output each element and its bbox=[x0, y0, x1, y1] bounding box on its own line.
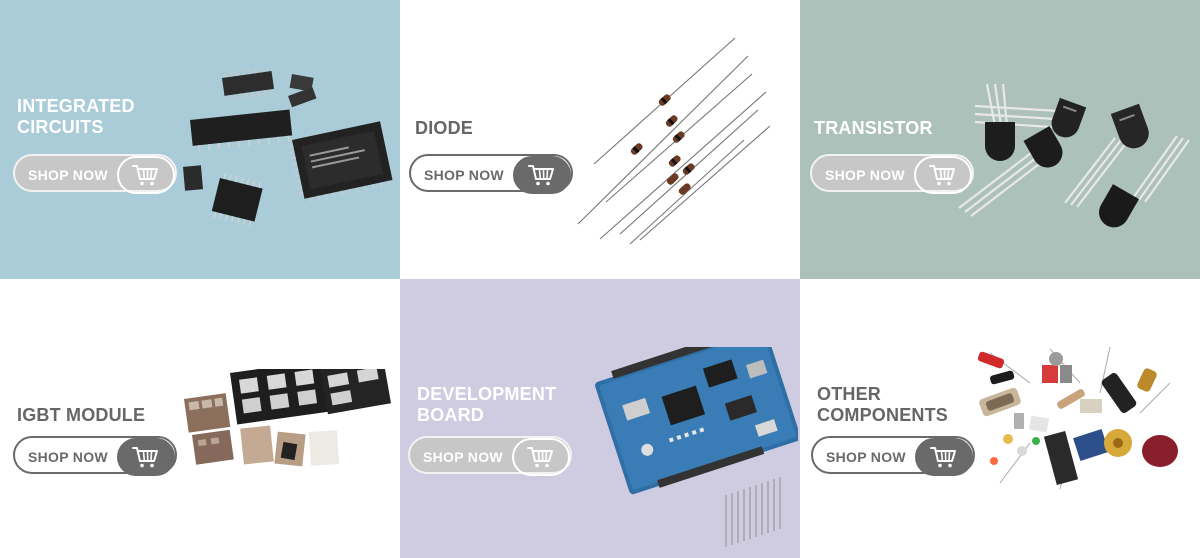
shop-now-button[interactable]: SHOP NOW bbox=[810, 154, 974, 194]
transistor-image[interactable] bbox=[955, 78, 1195, 248]
shop-now-label: SHOP NOW bbox=[423, 449, 503, 465]
integrated-circuits-image[interactable] bbox=[180, 62, 395, 227]
shopping-cart-icon[interactable] bbox=[512, 438, 570, 476]
shop-now-button[interactable]: SHOP NOW bbox=[409, 154, 573, 194]
title-line: DEVELOPMENT bbox=[417, 384, 557, 404]
shopping-cart-icon[interactable] bbox=[915, 438, 973, 476]
shopping-cart-icon[interactable] bbox=[513, 156, 571, 194]
title-line: TRANSISTOR bbox=[814, 118, 933, 138]
shop-now-label: SHOP NOW bbox=[826, 449, 906, 465]
category-tile-other-components[interactable]: OTHER COMPONENTS SHOP NOW bbox=[800, 279, 1200, 558]
shop-now-button[interactable]: SHOP NOW bbox=[13, 436, 177, 476]
category-tile-transistor[interactable]: TRANSISTOR SHOP NOW bbox=[800, 0, 1200, 279]
title-line: OTHER bbox=[817, 384, 881, 404]
shop-now-label: SHOP NOW bbox=[424, 167, 504, 183]
category-tile-integrated-circuits[interactable]: INTEGRATED CIRCUITS SHOP NOW bbox=[0, 0, 400, 279]
shop-now-button[interactable]: SHOP NOW bbox=[811, 436, 975, 476]
title-line: BOARD bbox=[417, 405, 484, 425]
shopping-cart-icon[interactable] bbox=[117, 156, 175, 194]
category-title[interactable]: DIODE bbox=[415, 118, 473, 139]
shop-now-button[interactable]: SHOP NOW bbox=[13, 154, 177, 194]
title-line: DIODE bbox=[415, 118, 474, 138]
shop-now-button[interactable]: SHOP NOW bbox=[408, 436, 572, 476]
category-title[interactable]: DEVELOPMENT BOARD bbox=[417, 384, 556, 426]
shop-now-label: SHOP NOW bbox=[28, 167, 108, 183]
category-title[interactable]: OTHER COMPONENTS bbox=[817, 384, 948, 426]
category-title[interactable]: INTEGRATED CIRCUITS bbox=[17, 96, 135, 138]
category-title[interactable]: IGBT MODULE bbox=[17, 405, 145, 426]
title-line: IGBT MODULE bbox=[17, 405, 146, 425]
igbt-module-image[interactable] bbox=[178, 369, 398, 484]
shop-now-label: SHOP NOW bbox=[825, 167, 905, 183]
category-tile-igbt-module[interactable]: IGBT MODULE SHOP NOW bbox=[0, 279, 400, 558]
shopping-cart-icon[interactable] bbox=[914, 156, 972, 194]
shopping-cart-icon[interactable] bbox=[117, 438, 175, 476]
development-board-image[interactable] bbox=[576, 347, 798, 557]
title-line: INTEGRATED bbox=[17, 96, 135, 116]
category-tile-development-board[interactable]: DEVELOPMENT BOARD SHOP NOW bbox=[400, 279, 800, 558]
diode-image[interactable] bbox=[570, 34, 775, 249]
category-title[interactable]: TRANSISTOR bbox=[814, 118, 933, 139]
other-components-image[interactable] bbox=[960, 343, 1192, 493]
category-tile-diode[interactable]: DIODE SHOP NOW bbox=[400, 0, 800, 279]
title-line: CIRCUITS bbox=[17, 117, 104, 137]
title-line: COMPONENTS bbox=[817, 405, 949, 425]
shop-now-label: SHOP NOW bbox=[28, 449, 108, 465]
